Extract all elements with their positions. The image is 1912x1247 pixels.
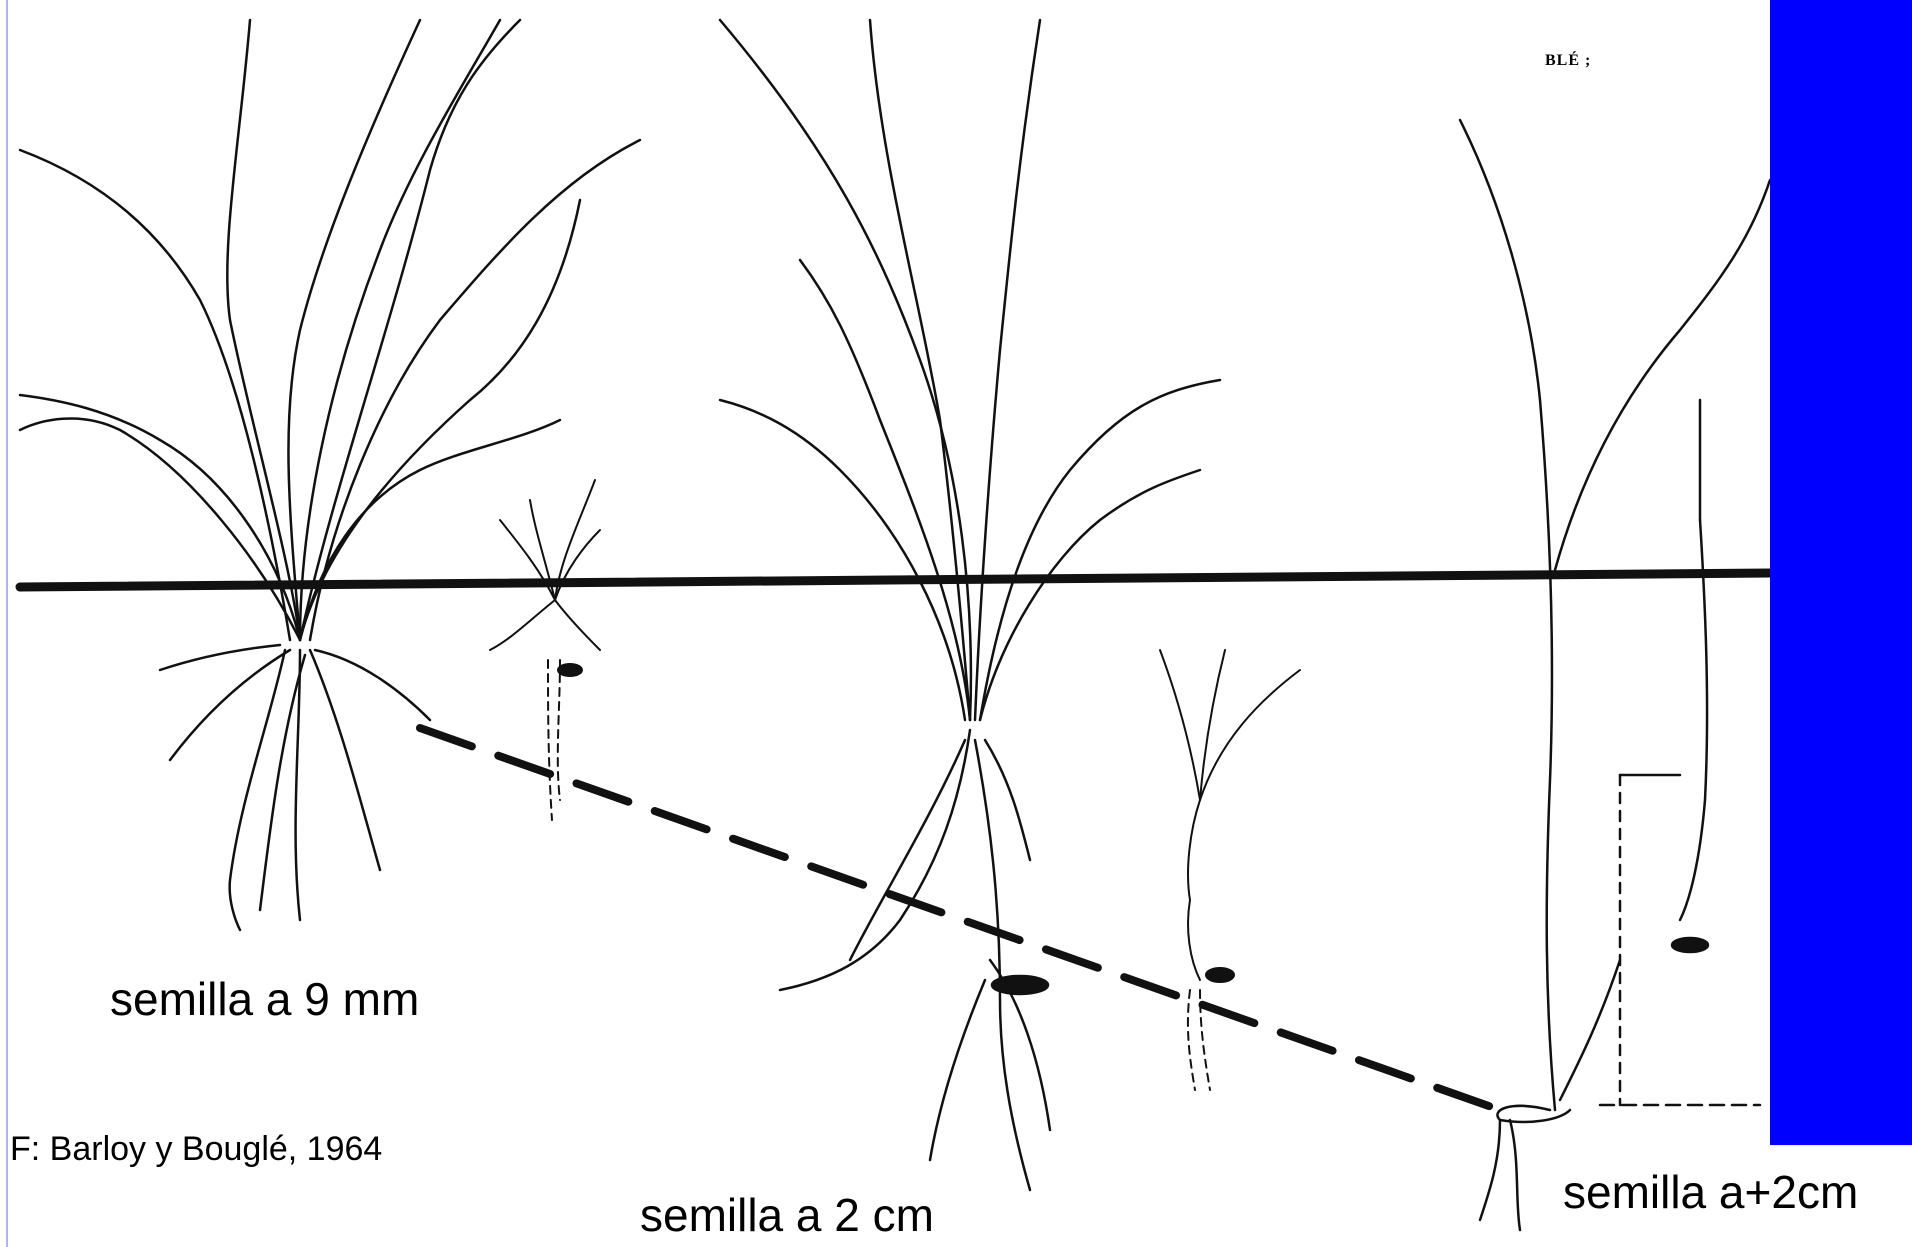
seedling-diagram-2 bbox=[1160, 650, 1300, 1090]
blue-side-panel bbox=[1770, 0, 1912, 1145]
caption-seed-plus-2cm: semilla a+2cm bbox=[1563, 1165, 1858, 1219]
plant-seed-plus-2cm bbox=[1460, 120, 1770, 1230]
corner-label: BLÉ ; bbox=[1545, 52, 1591, 70]
caption-seed-2cm: semilla a 2 cm bbox=[640, 1188, 934, 1242]
caption-seed-9mm: semilla a 9 mm bbox=[110, 972, 419, 1026]
plant-seed-2cm bbox=[720, 20, 1220, 1190]
source-citation: F: Barloy y Bouglé, 1964 bbox=[10, 1130, 382, 1169]
plant-seed-9mm bbox=[20, 20, 640, 930]
